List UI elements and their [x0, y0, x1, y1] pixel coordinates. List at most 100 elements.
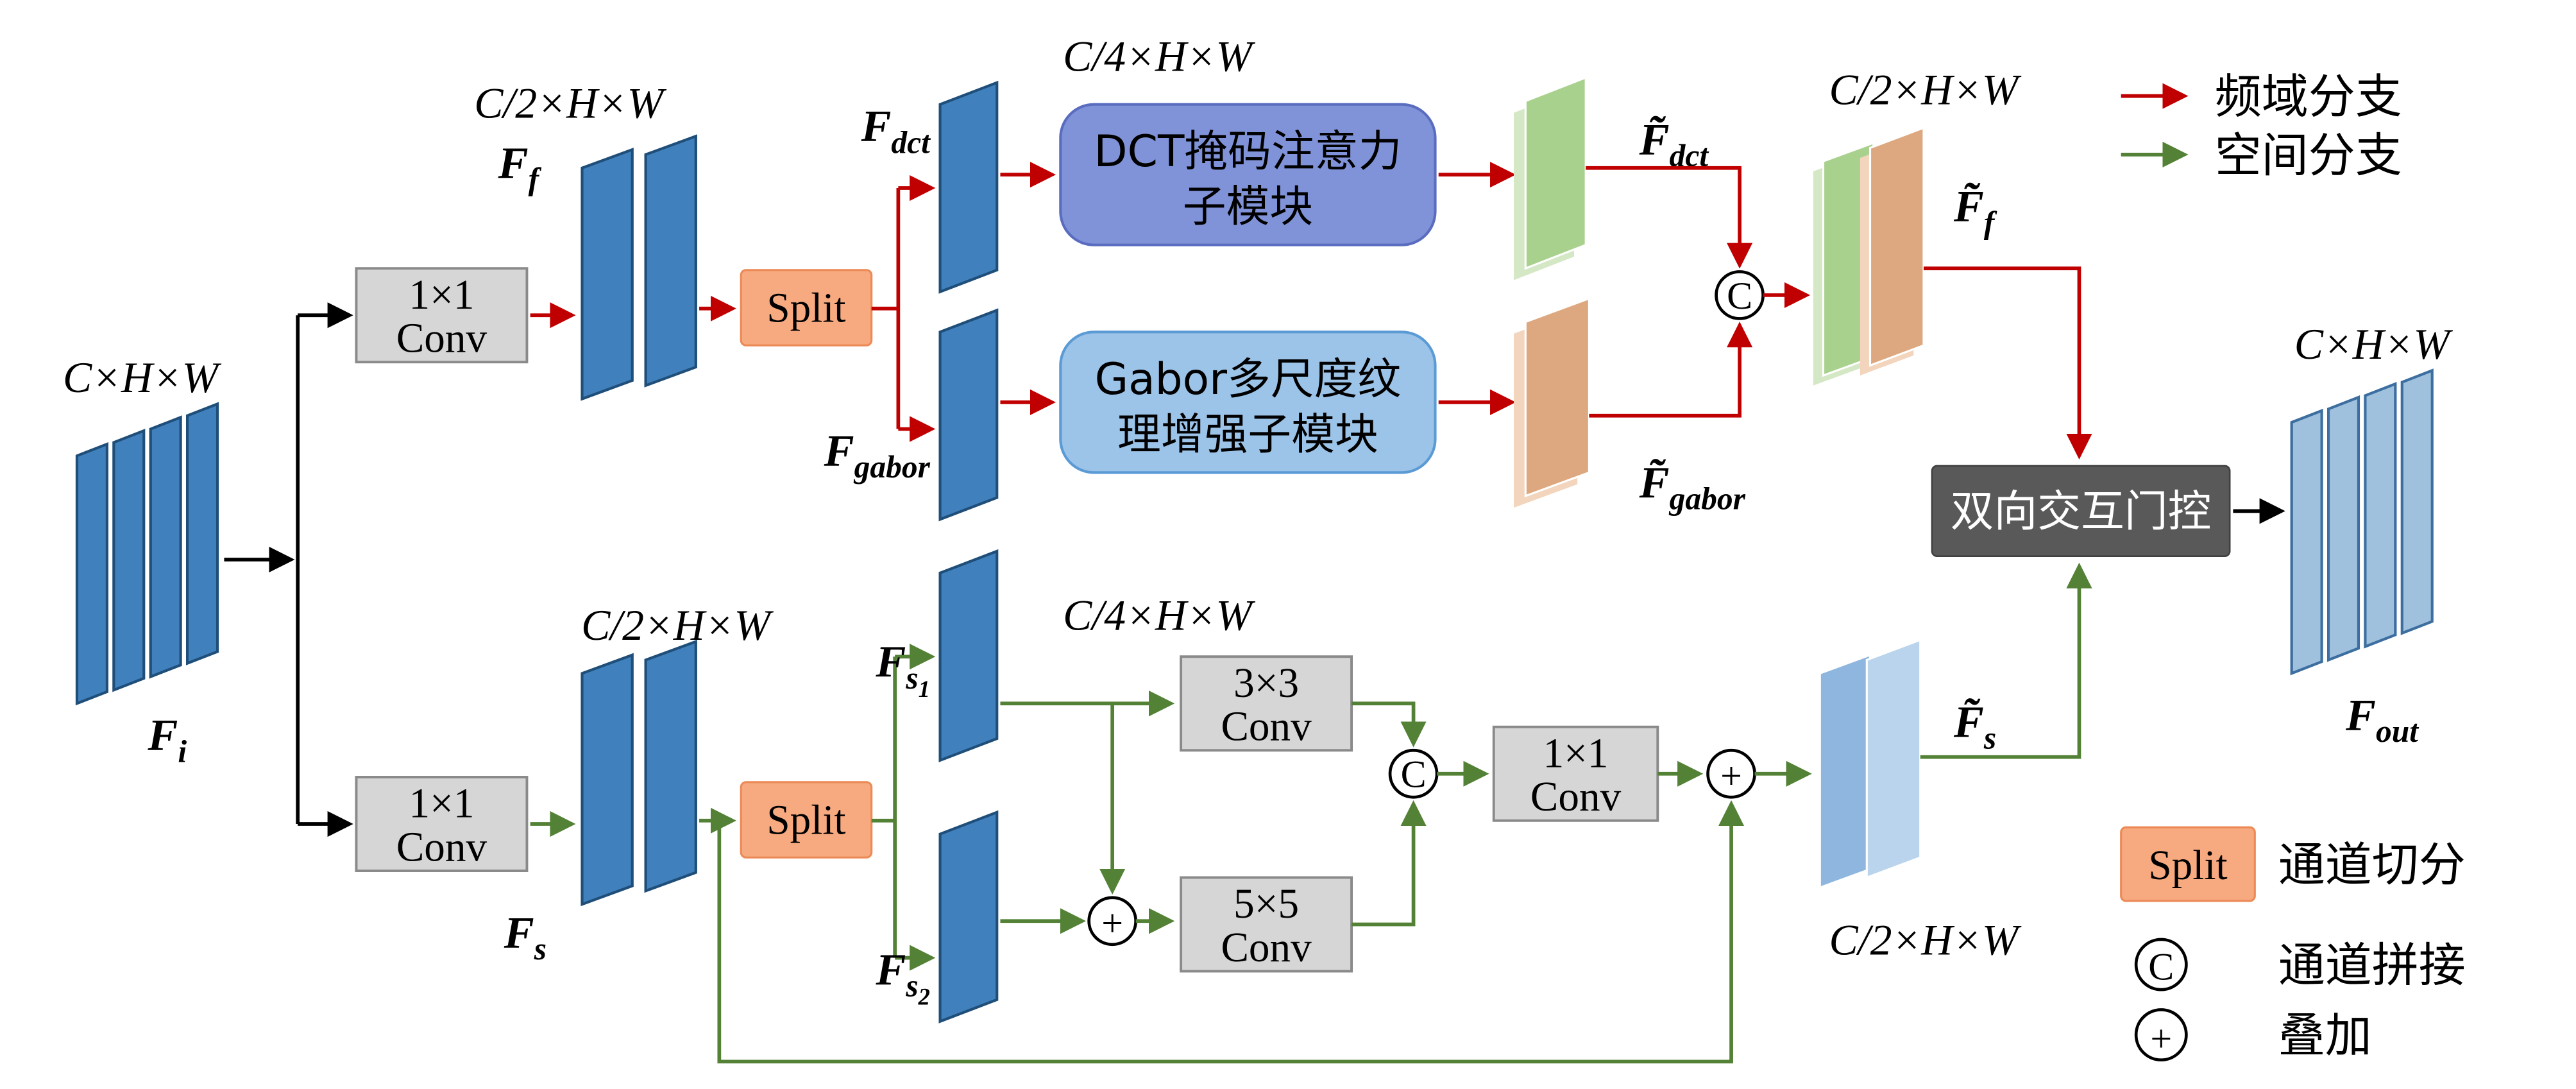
feature-layer [1524, 76, 1587, 270]
conv-label-line1: 3×3 [1233, 660, 1299, 707]
feature-layer [580, 148, 634, 401]
split-desc: 通道切分 [2278, 838, 2466, 893]
concat-symbol: C [1401, 753, 1427, 796]
feature-layer [644, 639, 697, 893]
arrow [1352, 701, 1427, 748]
output-dims-label: C×H×W [2294, 320, 2453, 368]
feature-layer [149, 415, 182, 679]
spatial-branch: 1×1 Conv C/2×H×W Fs Split Fs1 C/4×H×W Fs… [355, 549, 2092, 1064]
conv-label-line2: Conv [396, 316, 487, 362]
concat-circle-bottom: C [1388, 748, 1439, 799]
module-box [1059, 103, 1437, 246]
fs-tilde-feature-stack: F̃s C/2×H×W [1818, 638, 2022, 964]
feature-layer [2326, 395, 2360, 662]
gate-box [1931, 465, 2231, 558]
add-circle-mid: + [1087, 896, 1138, 947]
ff-feature-stack: C/2×H×W Ff [474, 80, 697, 401]
conv-3x3: 3×3 Conv [1180, 655, 1353, 752]
conv-box [1180, 655, 1353, 752]
fs-feature-stack: C/2×H×W Fs [504, 601, 774, 966]
input-dims-label: C×H×W [63, 354, 222, 402]
arrow [1920, 562, 2092, 759]
ff-tilde-dims-label: C/2×H×W [1829, 66, 2022, 114]
legend-branches: 频域分支 空间分支 [2121, 70, 2402, 183]
fs2-name-label: Fs2 [875, 945, 930, 1009]
conv-1x1-bottom: 1×1 Conv [355, 776, 529, 872]
fs1-feature-map: Fs1 C/4×H×W [875, 549, 1256, 762]
fs-tilde-name-label: F̃s [1953, 697, 1996, 755]
dct-module-line1: DCT掩码注意力 [1094, 126, 1402, 176]
feature-layer [938, 549, 999, 762]
concat-symbol: C [1727, 275, 1752, 317]
feature-layer [938, 80, 999, 294]
fs-tilde-dims-label: C/2×H×W [1829, 916, 2022, 964]
concat-circle-sample [2134, 938, 2188, 991]
output-feature-stack: C×H×W Fout [2290, 320, 2453, 749]
add-symbol: + [1720, 755, 1742, 797]
fdct-tilde-label: F̃dct [1639, 115, 1709, 173]
frequency-branch-label: 频域分支 [2215, 70, 2402, 124]
ff-tilde-feature-stack: C/2×H×W F̃f [1813, 66, 2022, 386]
fgabor-tilde-feature-map: F̃gabor [1514, 296, 1746, 517]
add-desc: 叠加 [2278, 1009, 2372, 1063]
fs1-name-label: Fs1 [875, 637, 929, 702]
fs-dims-label: C/2×H×W [581, 601, 774, 649]
trunk-arrows [224, 302, 353, 837]
fgabor-name-label: Fgabor [824, 426, 931, 484]
feature-layer [112, 429, 146, 692]
fdct-dims-label: C/4×H×W [1063, 32, 1255, 80]
dct-module-line2: 子模块 [1183, 181, 1313, 232]
gate-label: 双向交互门控 [1951, 486, 2212, 536]
feature-layer [2400, 368, 2434, 635]
arrow [1923, 266, 2092, 460]
feature-layer [938, 308, 999, 522]
frequency-branch: 1×1 Conv C/2×H×W Ff Split Fdct C/4×H×W D… [355, 32, 2092, 522]
conv-label-line2: Conv [1221, 925, 1312, 971]
gabor-module-line1: Gabor多尺度纹 [1095, 354, 1402, 404]
conv-box [355, 776, 529, 872]
module-box [1059, 330, 1437, 474]
feature-layer [1818, 653, 1872, 889]
ff-name-label: Ff [498, 138, 542, 196]
gabor-texture-module: Gabor多尺度纹 理增强子模块 [1059, 330, 1437, 474]
input-feature-stack: C×H×W Fi [63, 354, 222, 769]
fs-name-label: Fs [504, 908, 547, 966]
feature-layer [2290, 408, 2323, 676]
feature-layer [75, 442, 108, 706]
arrow [1586, 166, 1753, 269]
add-sample-symbol: + [2150, 1018, 2172, 1060]
split-label: Split [767, 798, 845, 844]
arrow [1352, 800, 1427, 927]
feature-layer [1524, 296, 1590, 498]
conv-5x5: 5×5 Conv [1180, 876, 1353, 973]
ff-dims-label: C/2×H×W [474, 80, 666, 128]
split-box-top: Split [740, 269, 873, 347]
conv-label-line1: 1×1 [1543, 730, 1609, 776]
split-sample-label: Split [2148, 843, 2227, 889]
gabor-module-line2: 理增强子模块 [1117, 409, 1378, 459]
concat-desc: 通道拼接 [2278, 938, 2466, 993]
fdct-name-label: Fdct [860, 101, 931, 160]
legend-symbols: Split 通道切分 C 通道拼接 + 叠加 [2120, 826, 2466, 1063]
output-name-label: Fout [2345, 690, 2419, 749]
conv-label-line2: Conv [396, 824, 487, 870]
add-circle-sample [2134, 1008, 2188, 1062]
ff-tilde-name-label: F̃f [1953, 182, 1997, 240]
conv-label-line1: 1×1 [409, 781, 474, 827]
skip-connection [717, 800, 1745, 1064]
split-box-bottom: Split [740, 781, 873, 859]
feature-layer [2364, 382, 2397, 649]
fdct-feature-map: Fdct C/4×H×W [860, 32, 1256, 294]
split-box-sample [2120, 826, 2256, 902]
spatial-branch-label: 空间分支 [2215, 128, 2402, 183]
feature-layer [185, 402, 219, 665]
add-circle-out: + [1706, 748, 1756, 799]
gate-block: 双向交互门控 [1931, 465, 2231, 558]
fgabor-feature-map: Fgabor [824, 308, 999, 522]
feature-layer [644, 134, 697, 388]
fgabor-tilde-label: F̃gabor [1639, 458, 1746, 516]
conv-box [355, 267, 529, 364]
conv-label-line1: 5×5 [1233, 881, 1299, 927]
dct-attention-module: DCT掩码注意力 子模块 [1059, 103, 1437, 246]
concat-circle-top: C [1715, 270, 1765, 320]
